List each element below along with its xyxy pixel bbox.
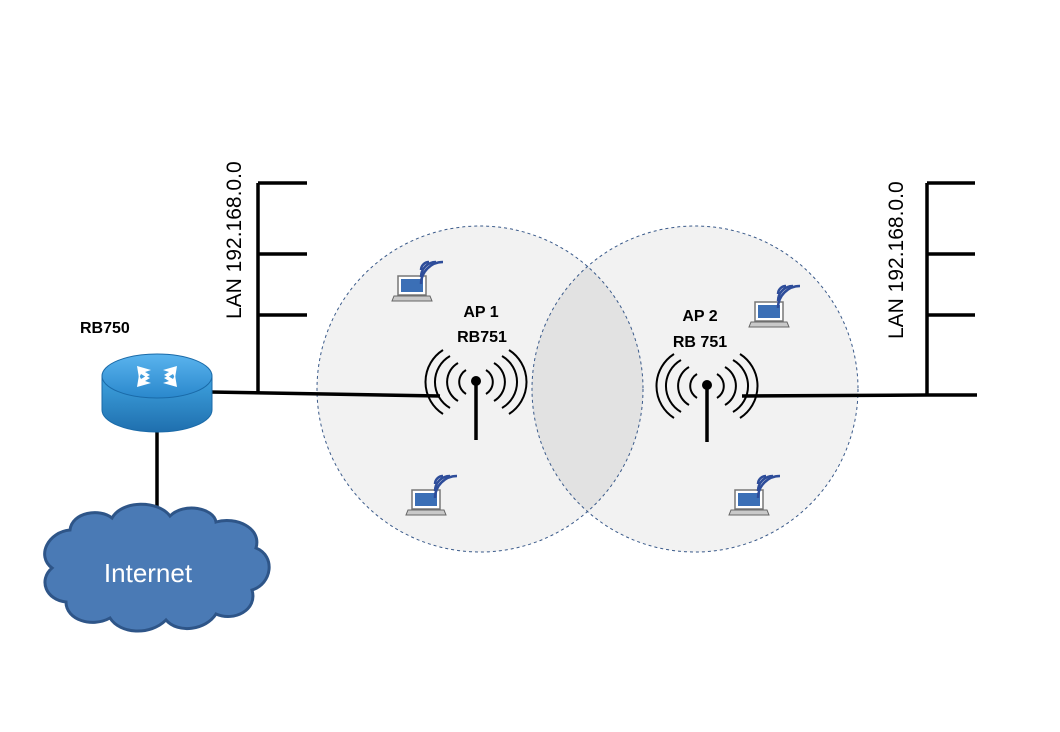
lan-bus-right bbox=[925, 181, 977, 397]
cloud-icon bbox=[43, 502, 271, 633]
internet-label: Internet bbox=[104, 558, 193, 588]
ap2-name: AP 2 bbox=[682, 308, 717, 325]
link-router-ap1 bbox=[209, 390, 441, 398]
ap2-model: RB 751 bbox=[673, 334, 727, 351]
lan-right-label: LAN 192.168.0.0 bbox=[885, 181, 908, 339]
lan-left-label: LAN 192.168.0.0 bbox=[223, 161, 246, 319]
antenna-icon bbox=[424, 349, 528, 440]
antenna-icon bbox=[655, 353, 759, 442]
coverage-overlap bbox=[532, 226, 643, 552]
router-icon bbox=[101, 353, 213, 433]
lan-bus-left bbox=[256, 181, 307, 393]
ap1-model: RB751 bbox=[457, 329, 507, 346]
link-ap2-lan bbox=[741, 393, 928, 398]
ap1-name: AP 1 bbox=[463, 304, 498, 321]
router-label: RB750 bbox=[80, 320, 130, 337]
